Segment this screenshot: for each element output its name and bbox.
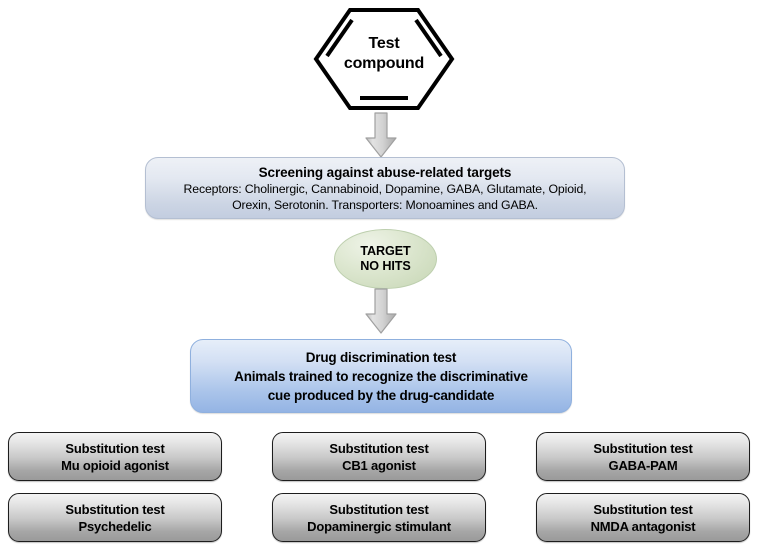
- screening-box: Screening against abuse-related targets …: [145, 157, 625, 219]
- sub-box-line-2: Mu opioid agonist: [61, 457, 169, 473]
- discrimination-line-1: Drug discrimination test: [305, 349, 457, 365]
- sub-box-line-2: CB1 agonist: [342, 457, 416, 473]
- sub-box-line-2: Psychedelic: [78, 518, 152, 534]
- sub-box-line-1: Substitution test: [65, 501, 165, 517]
- drug-discrimination-box: Drug discrimination test Animals trained…: [190, 339, 572, 413]
- substitution-test-cb1-agonist: Substitution test CB1 agonist: [272, 432, 486, 481]
- test-compound-label: Test compound: [311, 34, 457, 74]
- substitution-test-nmda-antagonist: Substitution test NMDA antagonist: [536, 493, 750, 542]
- sub-box-line-1: Substitution test: [593, 501, 693, 517]
- sub-box-line-1: Substitution test: [65, 440, 165, 456]
- test-compound-line-2: compound: [343, 55, 425, 72]
- target-line-2: NO HITS: [360, 259, 411, 273]
- discrimination-line-2: Animals trained to recognize the discrim…: [234, 368, 528, 384]
- sub-box-line-1: Substitution test: [329, 440, 429, 456]
- screening-line-1: Receptors: Cholinergic, Cannabinoid, Dop…: [183, 181, 587, 196]
- screening-title: Screening against abuse-related targets: [258, 164, 512, 180]
- substitution-test-mu-opioid-agonist: Substitution test Mu opioid agonist: [8, 432, 222, 481]
- substitution-test-gaba-pam: Substitution test GABA-PAM: [536, 432, 750, 481]
- substitution-test-dopaminergic-stimulant: Substitution test Dopaminergic stimulant: [272, 493, 486, 542]
- sub-box-line-1: Substitution test: [593, 440, 693, 456]
- discrimination-line-3: cue produced by the drug-candidate: [267, 387, 495, 403]
- sub-box-line-2: Dopaminergic stimulant: [307, 518, 451, 534]
- substitution-test-psychedelic: Substitution test Psychedelic: [8, 493, 222, 542]
- test-compound-node: Test compound: [311, 4, 457, 114]
- target-no-hits-node: TARGET NO HITS: [334, 229, 437, 289]
- sub-box-line-2: NMDA antagonist: [590, 518, 696, 534]
- sub-box-line-1: Substitution test: [329, 501, 429, 517]
- target-line-1: TARGET: [360, 244, 411, 258]
- arrow-down-icon: [364, 112, 398, 158]
- arrow-down-icon: [364, 288, 398, 334]
- test-compound-line-1: Test: [368, 35, 400, 52]
- screening-line-2: Orexin, Serotonin. Transporters: Monoami…: [232, 197, 538, 212]
- benzene-ring-icon: [313, 8, 455, 110]
- sub-box-line-2: GABA-PAM: [608, 457, 678, 473]
